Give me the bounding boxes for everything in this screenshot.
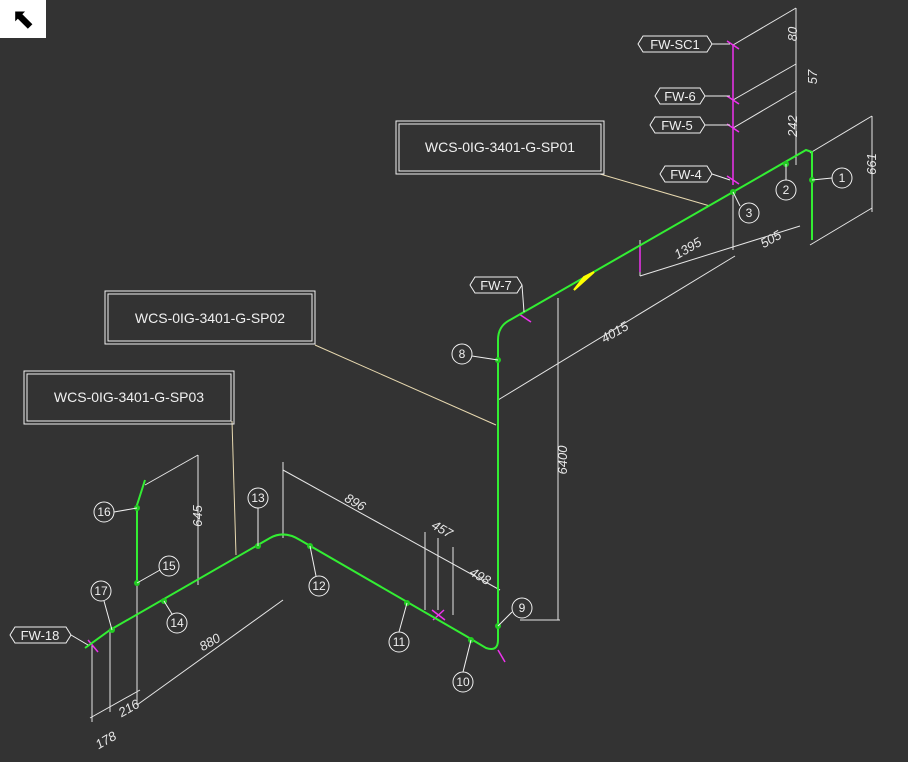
dim-661: 661 xyxy=(864,153,879,175)
node-15: 15 xyxy=(162,559,176,573)
dim-216: 216 xyxy=(115,696,143,721)
node-12: 12 xyxy=(312,579,326,593)
field-weld-fw-7: FW-7 xyxy=(480,278,512,293)
svg-text:WCS-0IG-3401-G-SP03: WCS-0IG-3401-G-SP03 xyxy=(54,389,204,405)
weld-markers xyxy=(87,40,740,663)
node-2: 2 xyxy=(783,183,790,197)
node-bubbles xyxy=(90,167,853,693)
dim-242: 242 xyxy=(785,114,800,137)
spool-label-2: WCS-0IG-3401-G-SP02 xyxy=(104,290,316,345)
svg-text:WCS-0IG-3401-G-SP02: WCS-0IG-3401-G-SP02 xyxy=(135,310,285,326)
spool-label-1: WCS-0IG-3401-G-SP01 xyxy=(395,120,605,175)
node-1: 1 xyxy=(839,171,846,185)
field-weld-fw-4: FW-4 xyxy=(670,167,702,182)
spool-leaders xyxy=(231,173,711,556)
svg-text:WCS-0IG-3401-G-SP01: WCS-0IG-3401-G-SP01 xyxy=(425,139,575,155)
dim-645: 645 xyxy=(190,504,205,526)
dim-896: 896 xyxy=(342,490,369,514)
node-11: 11 xyxy=(393,635,406,649)
spool-label-3: WCS-0IG-3401-G-SP03 xyxy=(23,370,235,425)
field-weld-fw-sc1: FW-SC1 xyxy=(650,37,700,52)
dim-880: 880 xyxy=(197,630,224,654)
field-weld-tags xyxy=(9,35,731,646)
dim-57: 57 xyxy=(805,69,820,84)
node-8: 8 xyxy=(459,347,466,361)
north-arrow: ⬉ xyxy=(0,0,46,38)
bubble-leaders xyxy=(103,164,833,673)
north-arrow-icon: ⬉ xyxy=(11,3,34,34)
field-weld-fw-18: FW-18 xyxy=(21,628,60,643)
node-10: 10 xyxy=(456,675,470,689)
dim-178: 178 xyxy=(93,728,120,752)
node-16: 16 xyxy=(97,505,111,519)
dimension-lines xyxy=(89,7,873,722)
field-weld-fw-5: FW-5 xyxy=(661,118,693,133)
node-13: 13 xyxy=(251,491,265,505)
dim-6400: 6400 xyxy=(555,445,570,475)
dim-505: 505 xyxy=(758,227,785,251)
node-14: 14 xyxy=(170,616,184,630)
flow-arrow-icon xyxy=(573,271,595,291)
node-9: 9 xyxy=(519,601,526,615)
field-weld-fw-6: FW-6 xyxy=(664,89,696,104)
dim-457: 457 xyxy=(429,517,456,541)
dim-80: 80 xyxy=(785,26,800,41)
node-3: 3 xyxy=(746,206,753,220)
node-17: 17 xyxy=(94,584,108,598)
